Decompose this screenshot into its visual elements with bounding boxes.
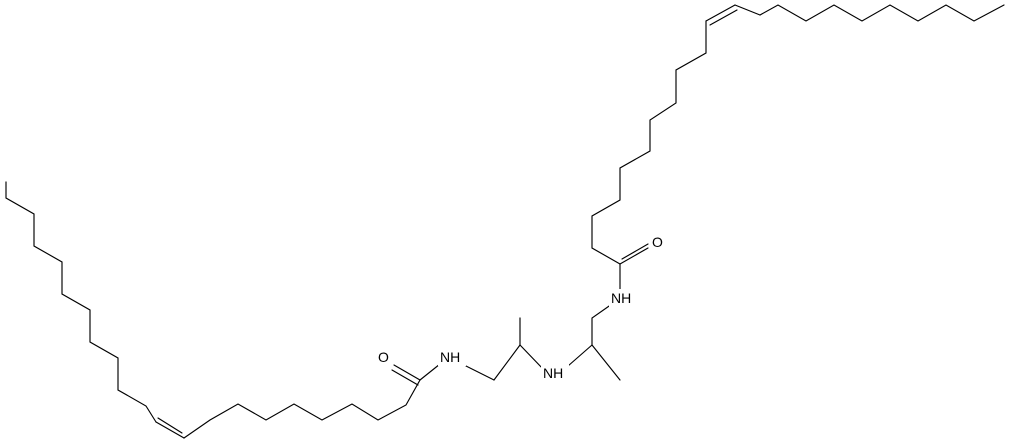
amide-nh-label-lower: NH: [440, 349, 460, 365]
ch-to-ch2-left: [493, 344, 521, 381]
lower-cis-double-bond: [155, 421, 185, 439]
upper-chain-methylenes: [591, 20, 707, 265]
atom-labels: O NH NH NH O: [376, 233, 664, 382]
upper-carbonyl-double: [621, 243, 649, 260]
lower-nh-to-carbonyl: [419, 363, 441, 381]
lower-chain-tail: [5, 181, 157, 423]
upper-carbonyl-single: [619, 247, 649, 265]
amine-nh-label: NH: [543, 365, 563, 381]
ch-to-methyl-right: [591, 344, 621, 381]
diamine-linker: [465, 303, 621, 381]
upper-nh-to-ch2: [591, 303, 613, 346]
lower-fatty-chain: [5, 181, 441, 439]
ch2-to-lower-nh: [465, 365, 495, 381]
amide-nh-label-upper: NH: [611, 290, 631, 306]
oxygen-label-lower: O: [378, 349, 389, 365]
upper-chain-body: [734, 4, 761, 16]
oxygen-label-upper: O: [652, 234, 663, 250]
lower-chain-methylenes: [183, 379, 421, 439]
lower-carbonyl-single: [393, 364, 421, 381]
upper-cis-double-bond: [705, 4, 736, 22]
lower-carbonyl-double: [391, 369, 419, 386]
upper-cis-double-bond-inner: [709, 9, 738, 26]
upper-fatty-chain: [591, 4, 1005, 291]
lower-cis-double-bond-inner: [157, 417, 183, 434]
ch-to-amine-right: [567, 344, 593, 367]
amine-to-ch-left: [519, 344, 545, 371]
upper-chain-tail: [759, 4, 1005, 22]
